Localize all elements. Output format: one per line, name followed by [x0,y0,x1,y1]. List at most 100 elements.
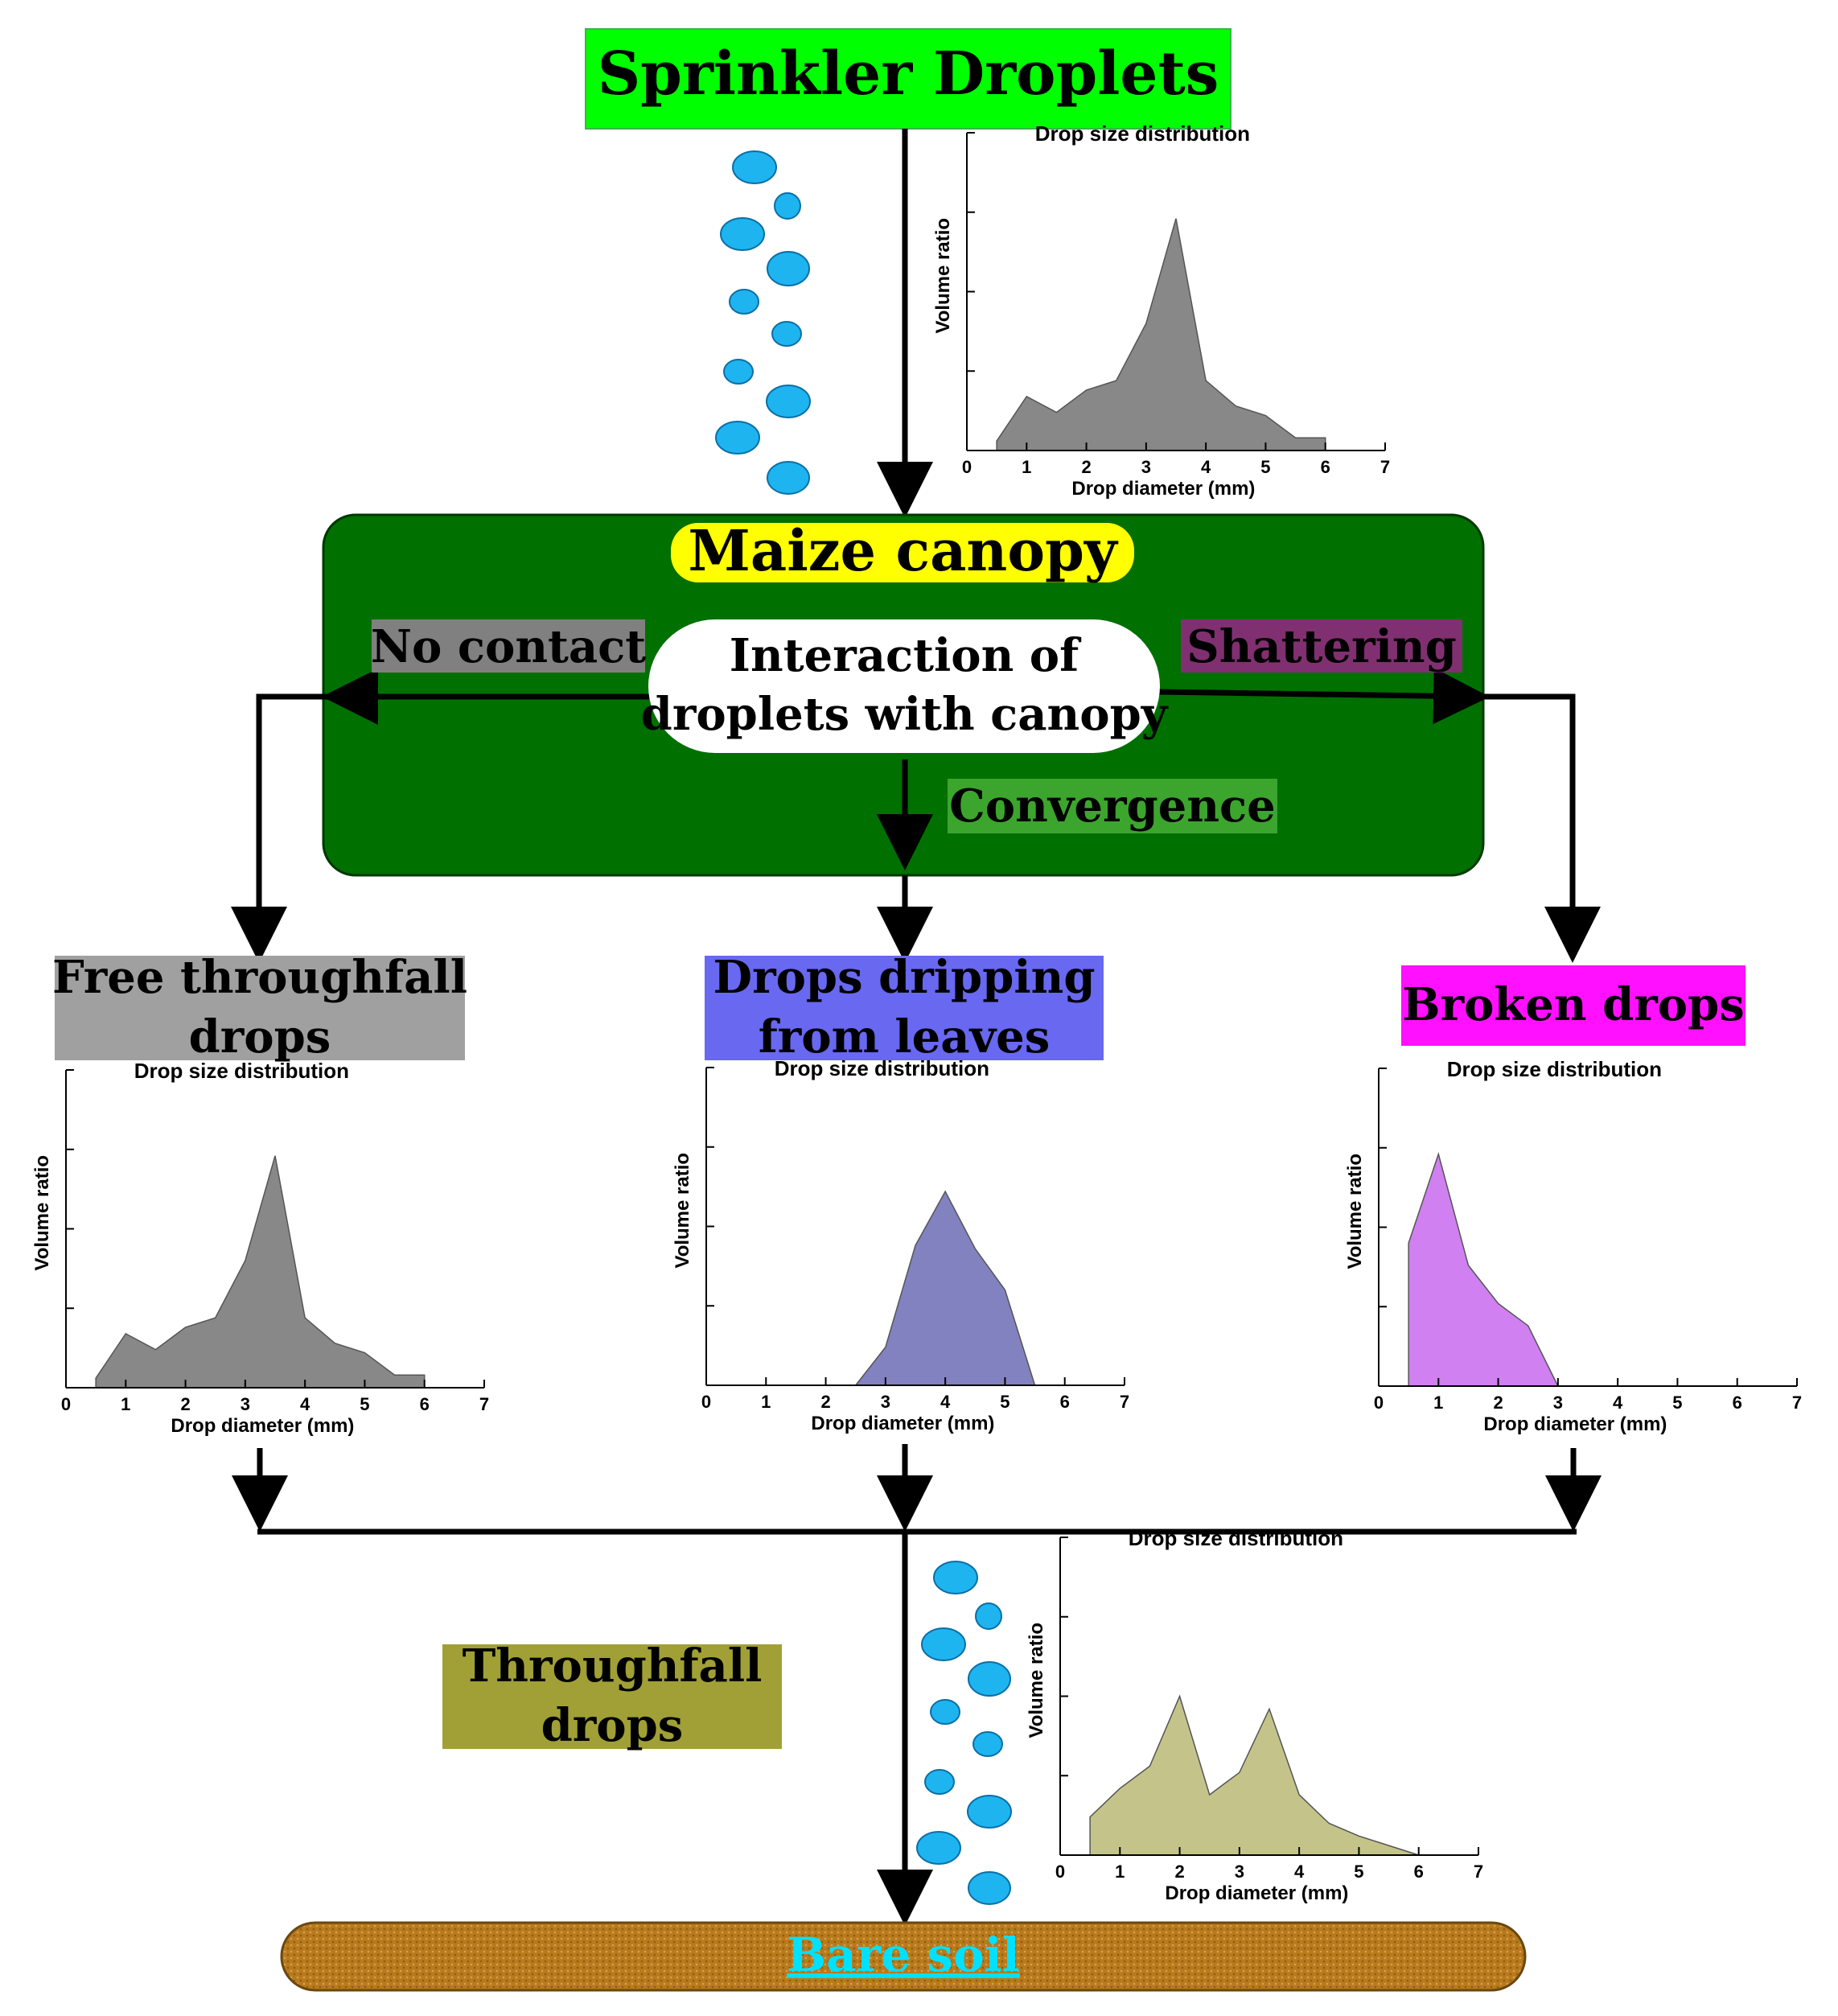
dripping-chart-title: Drop size distribution [775,1056,989,1080]
droplet-icon [732,150,777,184]
broken-x-tick-label: 2 [1493,1393,1503,1413]
free-throughfall-box [55,956,465,1060]
dripping-x-axis-label: Drop diameter (mm) [811,1413,994,1434]
broken-node: Broken drops [1401,965,1745,1046]
throughfall-x-axis-label: Drop diameter (mm) [1165,1882,1348,1904]
broken-x-tick-label: 7 [1792,1393,1802,1413]
broken-box [1401,965,1745,1046]
broken-x-tick-label: 5 [1672,1393,1682,1413]
dripping-x-tick-label: 0 [701,1392,711,1412]
sprinkler-x-tick-label: 7 [1380,457,1390,477]
sprinkler-x-axis-label: Drop diameter (mm) [1071,478,1255,500]
sprinkler-x-tick-label: 2 [1081,457,1091,477]
sprinkler-x-tick-label: 3 [1141,457,1151,477]
throughfall-box [442,1644,782,1749]
canopy-panel: Maize canopy Interaction of droplets wit… [322,513,1490,877]
sprinkler-x-tick-label: 4 [1201,457,1211,477]
throughfall-x-tick-label: 0 [1055,1862,1065,1882]
free-throughfall-label-line1: Free throughfall [52,951,467,1004]
free-x-axis-label: Drop diameter (mm) [171,1415,354,1437]
free-x-tick-label: 4 [300,1394,310,1414]
connector-left [231,693,333,963]
droplet-icon [771,321,802,347]
free-x-tick-label: 3 [241,1394,250,1414]
canopy-title: Maize canopy [688,517,1119,584]
throughfall-droplets-icon [916,1561,1012,1905]
free-chart-title: Drop size distribution [134,1059,349,1083]
throughfall-x-tick-label: 3 [1235,1862,1244,1882]
dripping-label-line2: from leaves [759,1010,1051,1064]
throughfall-label-line2: drops [541,1699,684,1752]
dripping-node: Drops dripping from leaves [705,951,1104,1064]
soil-node: Bare soil [280,1921,1527,1992]
broken-x-axis-label: Drop diameter (mm) [1483,1413,1667,1435]
droplet-icon [968,1871,1011,1905]
free-x-tick-label: 0 [61,1394,71,1414]
dripping-y-axis-label: Volume ratio [672,1153,693,1269]
droplet-icon [930,1699,960,1725]
interaction-label-line1: Interaction of [730,629,1082,682]
droplet-icon [723,359,754,385]
droplet-icon [720,217,765,251]
arrow-shattering [1157,668,1490,725]
free-x-tick-label: 1 [121,1394,130,1414]
droplet-icon [767,251,810,286]
free-x-tick-label: 6 [420,1394,430,1414]
convergence-label: Convergence [949,780,1276,833]
droplet-icon [767,461,810,495]
sprinkler-chart-title: Drop size distribution [1035,121,1250,146]
dripping-x-tick-label: 1 [761,1392,771,1412]
sprinkler-x-tick-label: 1 [1022,457,1031,477]
droplet-icon [933,1561,978,1594]
throughfall-area-series [1089,1694,1419,1856]
sprinkler-box [585,28,1232,130]
sprinkler-y-axis-label: Volume ratio [932,218,954,334]
sprinkler-droplets-icon [715,150,811,495]
throughfall-x-tick-label: 1 [1115,1862,1125,1882]
dripping-x-tick-label: 6 [1060,1392,1070,1412]
droplet-icon [968,1661,1011,1697]
free-y-axis-label: Volume ratio [31,1155,53,1271]
dripping-x-tick-label: 2 [820,1392,830,1412]
droplet-icon [729,289,759,315]
sprinkler-label: Sprinkler Droplets [598,39,1219,109]
throughfall-y-axis-label: Volume ratio [1026,1623,1047,1738]
free-x-tick-label: 5 [360,1394,369,1414]
shattering-label: Shattering [1186,620,1456,673]
connector-right [1478,693,1601,963]
droplet-icon [921,1627,966,1661]
interaction-label-line2: droplets with canopy [641,688,1169,741]
convergence-box [948,779,1277,833]
droplet-icon [975,1603,1002,1630]
broken-area-series [1408,1152,1560,1387]
throughfall-x-tick-label: 2 [1174,1862,1184,1882]
throughfall-chart-title: Drop size distribution [1129,1526,1343,1550]
sprinkler-area-series [996,218,1326,451]
broken-chart-title: Drop size distribution [1447,1057,1662,1081]
shattering-box [1181,619,1462,673]
droplet-icon [916,1831,961,1865]
droplet-icon [967,1795,1012,1829]
broken-x-tick-label: 1 [1433,1393,1443,1413]
free-throughfall-node: Free throughfall drops [52,951,467,1064]
throughfall-node: Throughfall drops [442,1640,782,1752]
dripping-area-series [854,1190,1036,1386]
sprinkler-x-tick-label: 6 [1321,457,1330,477]
broken-x-tick-label: 4 [1613,1393,1623,1413]
free-x-tick-label: 7 [479,1394,489,1414]
sprinkler-x-tick-label: 5 [1260,457,1270,477]
throughfall-x-tick-label: 7 [1474,1862,1483,1882]
interaction-box [648,619,1160,753]
no-contact-box [372,619,645,673]
free-throughfall-label-line2: drops [189,1010,331,1064]
broken-label: Broken drops [1402,978,1745,1031]
sprinkler-node: Sprinkler Droplets [585,28,1232,130]
sprinkler-x-tick-label: 0 [962,457,972,477]
free-x-tick-label: 2 [180,1394,190,1414]
